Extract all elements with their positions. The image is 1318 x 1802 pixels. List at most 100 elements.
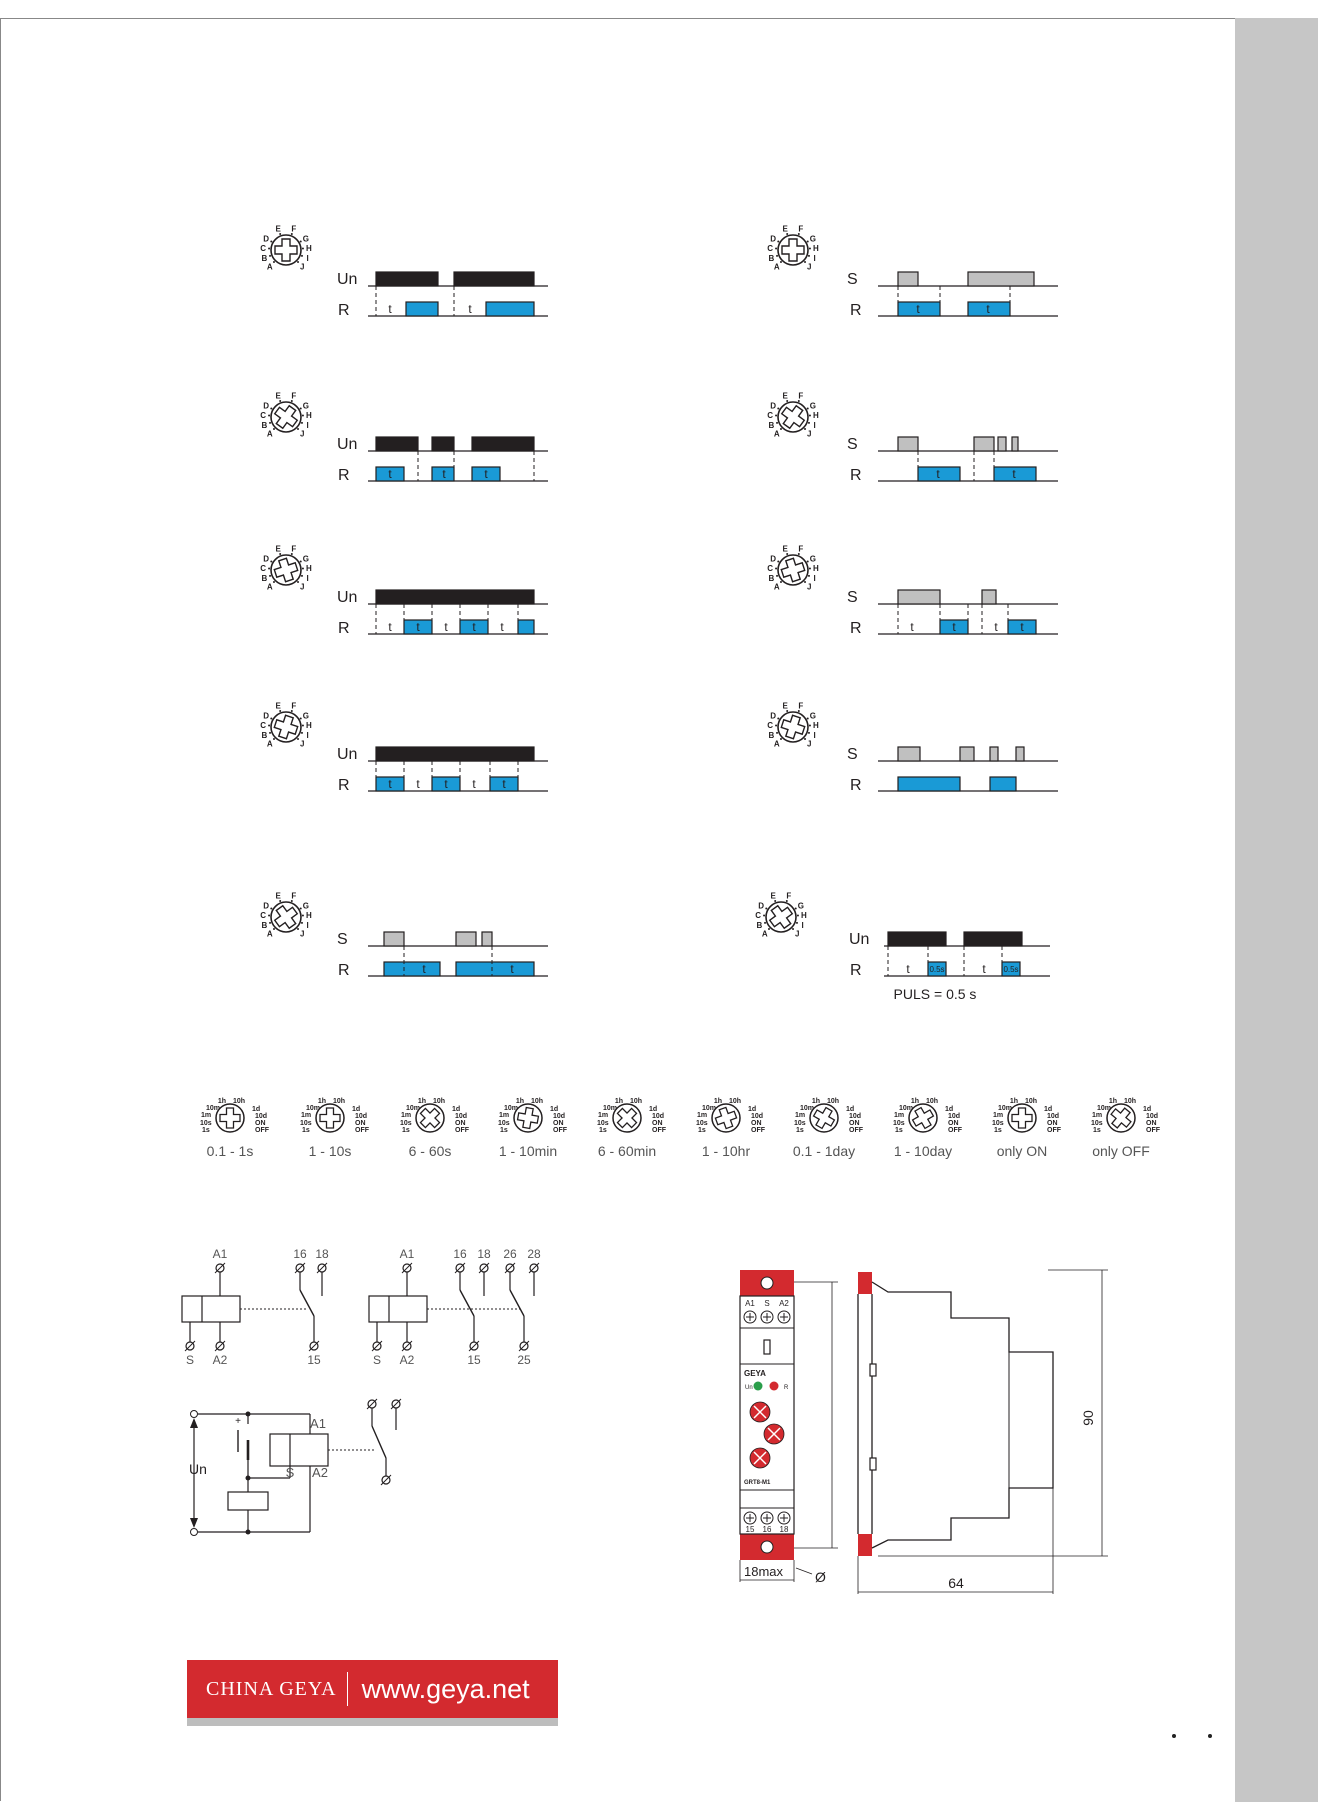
time-t-label: t — [510, 962, 514, 976]
dial-dot — [300, 574, 303, 577]
dial-letter: C — [260, 564, 266, 573]
signal-label: S — [847, 589, 858, 606]
time-t-label: t — [388, 302, 392, 316]
supply-pulse — [455, 931, 477, 947]
range-caption: only ON — [997, 1143, 1048, 1159]
dial-letter: I — [813, 254, 815, 263]
dial-dot — [270, 407, 273, 410]
load-resistor — [227, 1491, 269, 1511]
relay-on-pulse — [517, 619, 535, 635]
time-t-label: t — [1020, 620, 1024, 634]
dial-dot — [804, 428, 807, 431]
dial-range-label: 1s — [1093, 1127, 1101, 1134]
time-t-label: t — [906, 962, 910, 976]
relay-on-pulse — [485, 301, 535, 317]
dial-dot — [786, 710, 789, 713]
dial-range-label: 1s — [302, 1127, 310, 1134]
dial-dot — [279, 233, 282, 236]
time-t-label: t — [442, 467, 446, 481]
dial-letter: C — [767, 244, 773, 253]
relay-on-pulse — [405, 301, 439, 317]
range-caption: 0.1 - 1day — [793, 1143, 855, 1159]
time-t-label: t — [936, 467, 940, 481]
dial-knob-cross — [516, 1106, 540, 1130]
dial-dot — [779, 428, 782, 431]
dial-dot — [269, 921, 272, 924]
dial-knob-cross — [273, 557, 299, 583]
terminal-a1: A1 — [213, 1247, 228, 1261]
dial-dot — [269, 254, 272, 257]
dial-letter: F — [291, 891, 296, 900]
dial-knob — [273, 404, 299, 430]
dial-letter: G — [798, 902, 804, 911]
signal-label: S — [847, 436, 858, 453]
dial-range-label: 10h — [926, 1098, 938, 1105]
terminal-slash — [316, 1262, 328, 1274]
dial-range-label: 10h — [233, 1098, 245, 1105]
dial-range-label: OFF — [1146, 1127, 1161, 1134]
dial-letter: D — [770, 712, 776, 721]
dial-letter: G — [810, 555, 816, 564]
dial-mark — [753, 1451, 767, 1465]
dial-letter: B — [768, 421, 774, 430]
dial-range-label: 1d — [945, 1106, 953, 1113]
dial-letter: B — [261, 421, 267, 430]
dial-range-label: 10m — [206, 1105, 220, 1112]
dial-range-label: 1h — [218, 1098, 226, 1105]
dial-letter: A — [267, 929, 273, 938]
dial-letter: H — [306, 721, 312, 730]
dial-letter: F — [798, 701, 803, 710]
dial-knob — [780, 714, 806, 740]
dial-range-label: 1h — [615, 1098, 623, 1105]
dial-dot — [786, 233, 789, 236]
supply-pulse — [383, 931, 405, 947]
relay-coil — [181, 1295, 241, 1323]
dial-range-label: 1s — [994, 1127, 1002, 1134]
signal-label: R — [338, 302, 350, 319]
dial-dot — [796, 914, 799, 917]
side-clip-top — [858, 1272, 872, 1294]
dial-dot — [797, 233, 800, 236]
dial-dot — [270, 240, 273, 243]
supply-pulse — [959, 746, 975, 762]
dial-dot — [808, 567, 811, 570]
terminal-16: 16 — [293, 1247, 307, 1261]
dial-knob — [781, 238, 805, 262]
supply-pulse — [375, 746, 535, 762]
supply-pulse — [375, 436, 419, 452]
dial-dot — [808, 414, 811, 417]
brand-url[interactable]: www.geya.net — [361, 1673, 530, 1704]
dial-dot — [786, 553, 789, 556]
terminal-slash — [214, 1262, 226, 1274]
range-caption: 1 - 10day — [894, 1143, 952, 1159]
led-un-label: Un — [745, 1385, 753, 1391]
dial-range-label: 1d — [452, 1106, 460, 1113]
dial-letter: A — [267, 262, 273, 271]
dial-letter: E — [275, 224, 281, 233]
dial-letter: A — [774, 739, 780, 748]
signal-label: R — [338, 620, 350, 637]
dial-knob — [516, 1106, 540, 1130]
clip-hole — [760, 1276, 774, 1290]
dial-range-label: 1s — [895, 1127, 903, 1134]
contact-blade — [509, 1289, 525, 1317]
dial-dot — [272, 581, 275, 584]
brand-banner[interactable]: CHINA GEYA www.geya.net — [187, 1660, 558, 1718]
dial-letter: D — [770, 555, 776, 564]
dial-letter: J — [795, 929, 799, 938]
range-caption: 1 - 10hr — [702, 1143, 751, 1159]
supply-pulse — [897, 271, 919, 287]
dial-letter: F — [291, 701, 296, 710]
device-terminal-label: A1 — [745, 1299, 755, 1308]
signal-label: S — [847, 271, 858, 288]
terminal-25: 25 — [517, 1353, 531, 1367]
time-t-label: t — [422, 962, 426, 976]
dial-dot — [806, 717, 809, 720]
signal-label: R — [850, 962, 862, 979]
supply-pulse — [481, 931, 493, 947]
